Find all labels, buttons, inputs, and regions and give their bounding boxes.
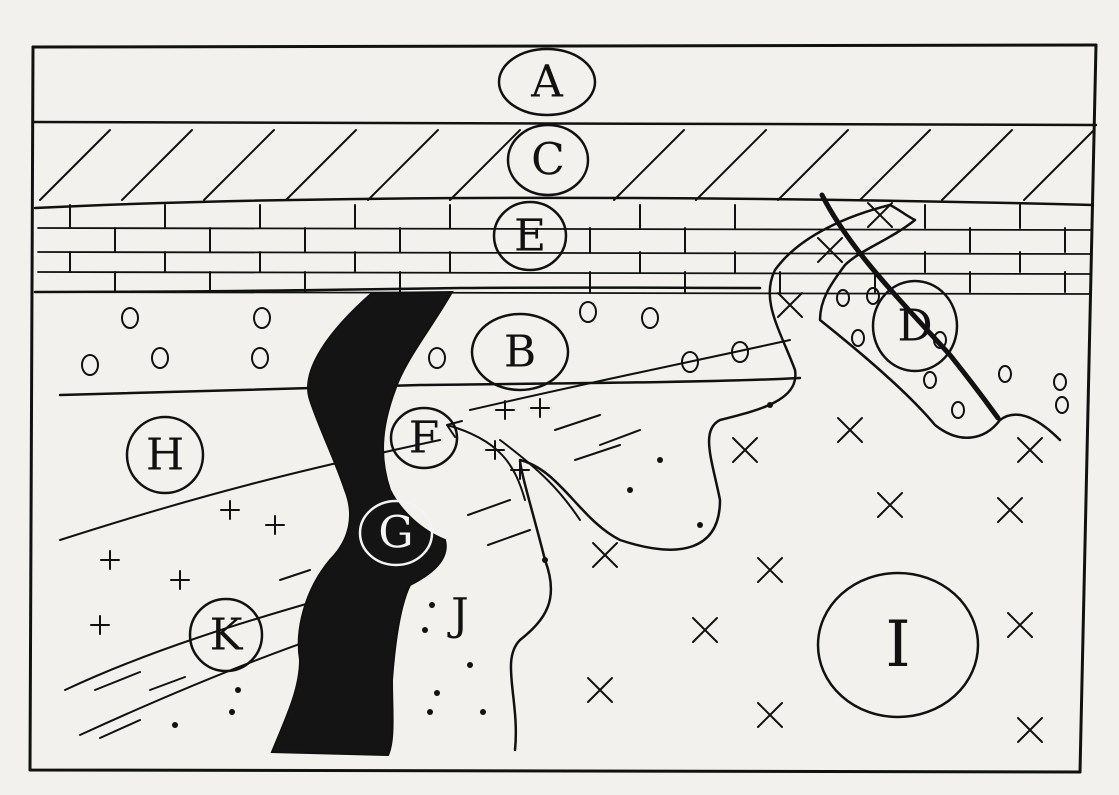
dot-mark <box>627 487 633 493</box>
dot-mark <box>434 690 440 696</box>
label-b-text: B <box>504 327 536 378</box>
dot-mark <box>235 687 241 693</box>
label-c-text: C <box>531 135 565 186</box>
dot-mark <box>429 602 435 608</box>
dot-mark <box>172 722 178 728</box>
label-f-text: F <box>409 413 440 464</box>
label-k-text: K <box>210 610 244 661</box>
label-i-text: I <box>885 608 910 682</box>
dot-mark <box>767 402 773 408</box>
dot-mark <box>467 662 473 668</box>
dot-mark <box>480 709 486 715</box>
dot-mark <box>697 522 703 528</box>
label-j: J <box>447 590 469 641</box>
label-g-text: G <box>378 508 413 559</box>
label-e-text: E <box>514 211 546 262</box>
dot-mark <box>657 457 663 463</box>
label-a-text: A <box>530 57 564 108</box>
dot-mark <box>422 627 428 633</box>
dot-mark <box>427 709 433 715</box>
label-j-text: J <box>447 590 469 641</box>
dot-mark <box>229 709 235 715</box>
label-d-text: D <box>897 301 932 352</box>
dot-mark <box>542 557 548 563</box>
label-h-text: H <box>146 430 184 481</box>
